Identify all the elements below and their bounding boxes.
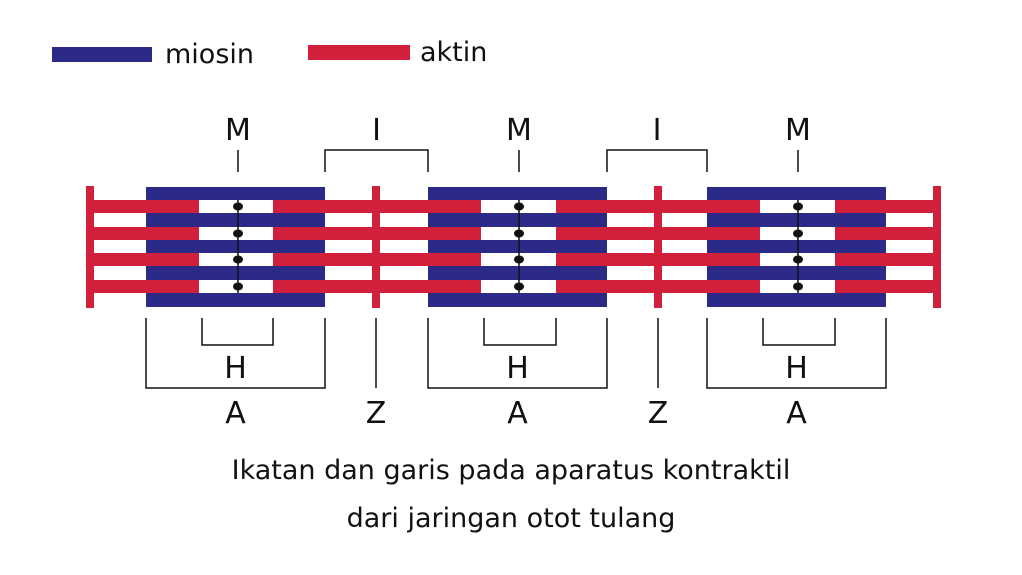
- legend-myosin-label: miosin: [165, 39, 254, 70]
- m-label: M: [225, 113, 251, 148]
- i-band-bracket: [606, 149, 708, 172]
- a-band-bracket: [706, 318, 887, 389]
- z-label: Z: [366, 396, 387, 431]
- caption-line-2: dari jaringan otot tulang: [347, 503, 676, 534]
- h-zone-bracket: [762, 318, 836, 346]
- m-line-node: [793, 202, 803, 211]
- z-line: [372, 186, 380, 308]
- i-band-bracket: [324, 149, 429, 172]
- h-zone-bracket: [483, 318, 557, 346]
- legend-actin-label: aktin: [420, 37, 487, 68]
- legend-actin-swatch: [308, 45, 410, 60]
- m-line-node: [233, 282, 243, 291]
- m-line-node: [514, 229, 524, 238]
- m-line-node: [793, 229, 803, 238]
- z-line: [933, 186, 941, 308]
- caption-line-1: Ikatan dan garis pada aparatus kontrakti…: [232, 455, 791, 486]
- i-label: I: [372, 113, 381, 148]
- h-label: H: [506, 351, 529, 386]
- m-line-node: [233, 202, 243, 211]
- a-band-bracket: [145, 318, 326, 389]
- a-label: A: [786, 396, 807, 431]
- a-band-bracket: [427, 318, 608, 389]
- m-line-node: [514, 282, 524, 291]
- m-label: M: [506, 113, 532, 148]
- h-zone-bracket: [201, 318, 274, 346]
- z-line: [86, 186, 94, 308]
- i-label: I: [653, 113, 662, 148]
- m-label: M: [785, 113, 811, 148]
- m-line-node: [233, 255, 243, 264]
- m-line-node: [793, 282, 803, 291]
- m-line-node: [793, 255, 803, 264]
- legend-myosin-swatch: [52, 47, 152, 62]
- m-line-node: [514, 255, 524, 264]
- a-label: A: [507, 396, 528, 431]
- z-label: Z: [648, 396, 669, 431]
- z-line: [654, 186, 662, 308]
- m-line-node: [514, 202, 524, 211]
- m-line-node: [233, 229, 243, 238]
- h-label: H: [224, 351, 247, 386]
- h-label: H: [785, 351, 808, 386]
- a-label: A: [225, 396, 246, 431]
